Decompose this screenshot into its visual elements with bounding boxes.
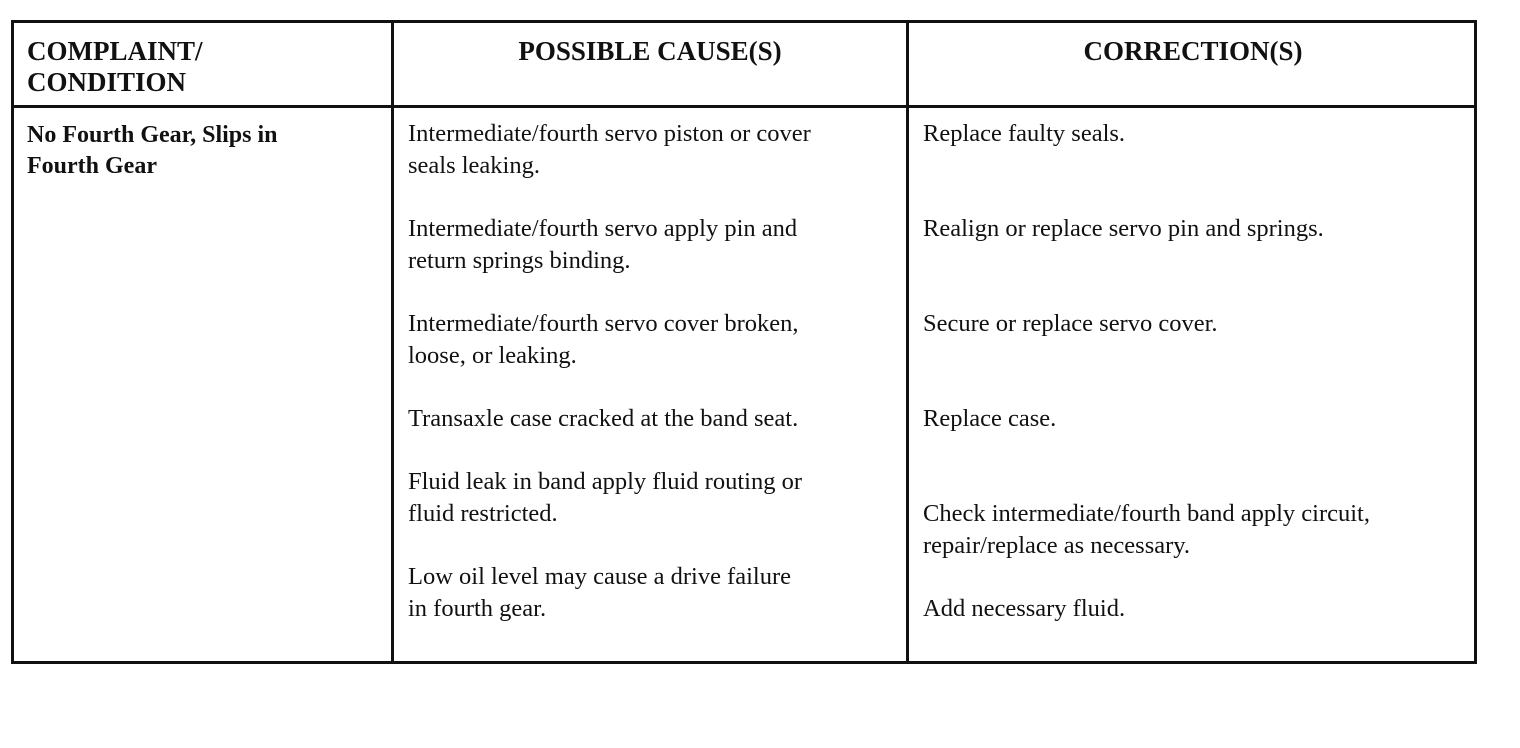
cause-item: Intermediate/fourth servo piston or cove… (408, 118, 903, 182)
cause-line1: Fluid leak in band apply fluid routing o… (408, 468, 802, 495)
cause-line2: return springs binding. (408, 247, 631, 274)
cause-item: Fluid leak in band apply fluid routing o… (408, 466, 903, 530)
cause-item: Intermediate/fourth servo apply pin and … (408, 213, 903, 277)
header-divider (14, 105, 1474, 108)
correction-line1: Replace faulty seals. (923, 120, 1126, 147)
header-complaint-line2: CONDITION (27, 67, 187, 97)
complaint-line1: No Fourth Gear, Slips in (27, 122, 278, 148)
correction-item: Check intermediate/fourth band apply cir… (923, 498, 1473, 562)
cause-line2: in fourth gear. (408, 595, 547, 622)
cause-line2: seals leaking. (408, 152, 540, 179)
header-complaint: COMPLAINT/ CONDITION (27, 36, 203, 98)
cause-item: Transaxle case cracked at the band seat. (408, 403, 903, 435)
column-divider-1 (391, 23, 394, 661)
header-complaint-line1: COMPLAINT/ (27, 36, 203, 66)
correction-item: Replace case. (923, 403, 1473, 435)
correction-item: Secure or replace servo cover. (923, 308, 1473, 340)
correction-line1: Realign or replace servo pin and springs… (923, 215, 1324, 242)
header-causes: POSSIBLE CAUSE(S) (518, 36, 782, 66)
correction-item: Replace faulty seals. (923, 118, 1473, 150)
correction-line2: repair/replace as necessary. (923, 532, 1191, 559)
diagnosis-table: COMPLAINT/ CONDITION POSSIBLE CAUSE(S) C… (11, 20, 1477, 664)
complaint-line2: Fourth Gear (27, 153, 157, 179)
cause-line1: Intermediate/fourth servo apply pin and (408, 215, 798, 242)
cause-line1: Intermediate/fourth servo piston or cove… (408, 120, 811, 147)
correction-line1: Check intermediate/fourth band apply cir… (923, 500, 1370, 527)
header-corrections: CORRECTION(S) (1083, 36, 1303, 66)
cause-line1: Low oil level may cause a drive failure (408, 563, 791, 590)
cause-item: Intermediate/fourth servo cover broken, … (408, 308, 903, 372)
correction-item: Add necessary fluid. (923, 593, 1473, 625)
cause-line1: Intermediate/fourth servo cover broken, (408, 310, 799, 337)
correction-line1: Replace case. (923, 405, 1057, 432)
cause-item: Low oil level may cause a drive failure … (408, 561, 903, 625)
cause-line2: loose, or leaking. (408, 342, 577, 369)
correction-line1: Add necessary fluid. (923, 595, 1126, 622)
complaint-cell: No Fourth Gear, Slips in Fourth Gear (27, 120, 377, 182)
cause-line2: fluid restricted. (408, 500, 558, 527)
cause-line1: Transaxle case cracked at the band seat. (408, 405, 799, 432)
correction-line1: Secure or replace servo cover. (923, 310, 1218, 337)
correction-item: Realign or replace servo pin and springs… (923, 213, 1473, 245)
column-divider-2 (906, 23, 909, 661)
